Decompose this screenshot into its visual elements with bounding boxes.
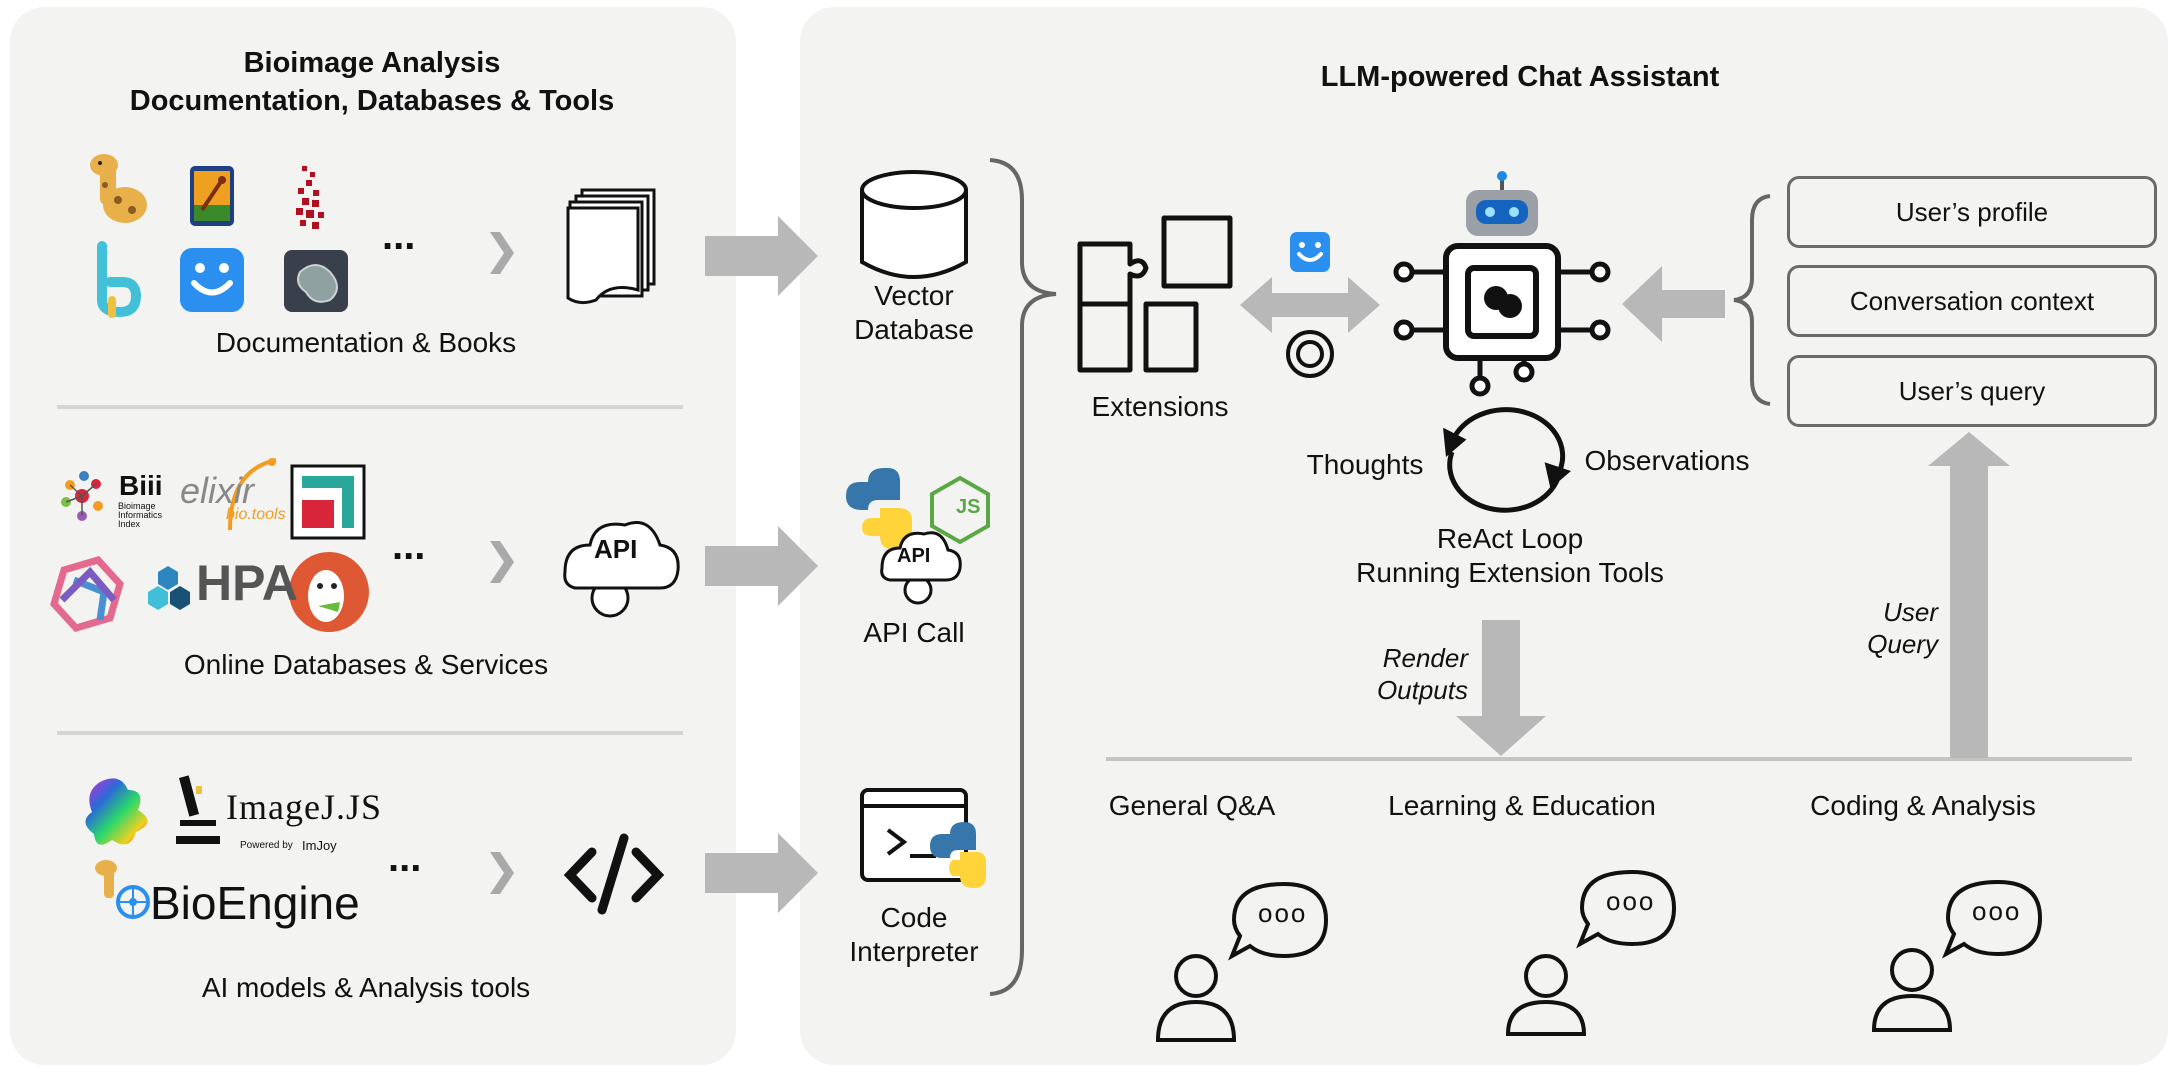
react-line-1: ReAct Loop: [1436, 523, 1584, 554]
hpa-hex-icon: [148, 566, 190, 610]
react-line-2: Running Extension Tools: [1356, 557, 1664, 588]
person-chat-icon: [1505, 869, 1677, 1036]
b-logo-icon: [97, 241, 142, 318]
render-outputs-arrow: [1456, 620, 1546, 756]
imjoy-smiley-icon: [180, 248, 244, 312]
dna-icon: [296, 166, 324, 229]
giraffe-icon: [90, 154, 147, 223]
chevron-icons: [490, 232, 514, 894]
use-case-baseline: [1106, 757, 2132, 761]
powered-by-text: Powered by: [240, 840, 293, 851]
chevron-right-icon: [490, 232, 514, 274]
biotools-logo-text: bio.tools: [226, 506, 286, 523]
chevron-right-icon: [490, 852, 514, 894]
microscope-icon: [176, 775, 220, 844]
elixir-logo-text: elixir: [180, 470, 255, 511]
duckduckgo-icon: [289, 552, 369, 632]
use-case-general-qa: General Q&A: [1108, 790, 1276, 821]
chat-bubble-dots: ooo: [1258, 898, 1308, 928]
api-cloud-icon: [563, 521, 680, 618]
extensions-label: Extensions: [1091, 391, 1229, 422]
terminal-icon: [860, 788, 986, 888]
arrow-tools-to-code: [705, 833, 818, 913]
users-query-box: User’s query: [1787, 355, 2157, 427]
person-chat-icon: [1155, 881, 1329, 1042]
loop-arrows-icon: [1443, 407, 1571, 513]
nodejs-icon: [930, 475, 990, 545]
context-brace: [1733, 194, 1771, 406]
thoughts-label: Thoughts: [1306, 449, 1424, 480]
vector-database-label: Vector Database: [854, 280, 974, 345]
use-case-learning-education: Learning & Education: [1388, 790, 1656, 821]
python-logo-icon: [846, 468, 912, 550]
biii-logo-text: Biii: [119, 470, 163, 501]
users-profile-box: User’s profile: [1787, 176, 2157, 248]
llm-flower-icon: [1286, 330, 1334, 378]
user-query-label: User Query: [1867, 597, 1938, 659]
observations-label: Observations: [1584, 445, 1750, 476]
flow-arrows: [705, 216, 2010, 913]
imjoy-small-icon: [1290, 232, 1330, 272]
react-loop-label: ReAct Loop Running Extension Tools: [1310, 522, 1710, 590]
code-interpreter-label: Code Interpreter: [849, 902, 979, 967]
biii-sub-text: Bioimage Informatics Index: [118, 501, 163, 529]
fractal-icon: [85, 778, 148, 845]
curly-brace: [989, 158, 1057, 996]
elixir-swoosh: [228, 458, 277, 531]
section-label-ai-models: AI models & Analysis tools: [201, 972, 531, 1003]
biii-logo: [61, 471, 103, 521]
chat-bubble-dots: ooo: [1606, 886, 1656, 916]
section-divider: [57, 405, 683, 409]
arrow-context-to-robot: [1622, 266, 1725, 342]
puzzle-icon: [1077, 215, 1233, 373]
smartphone-icon: [190, 166, 234, 226]
title-line-1: Bioimage Analysis: [243, 47, 501, 79]
person-chat-icon: [1871, 879, 2043, 1032]
section-label-online-databases: Online Databases & Services: [183, 649, 549, 680]
elixir-dot: [268, 458, 276, 466]
imagejjs-logo-text: ImageJ.JS: [226, 787, 382, 827]
ellipsis: ...: [382, 214, 416, 258]
bioengine-logo-text: BioEngine: [150, 877, 360, 929]
ellipsis: ...: [392, 524, 426, 568]
imjoy-logo-text: ImJoy: [302, 838, 337, 853]
api-label: API: [594, 534, 638, 564]
robot-icon: [1393, 171, 1611, 397]
double-arrow-extensions-robot: [1240, 277, 1380, 333]
database-cylinder-icon: [860, 170, 968, 279]
section-divider: [57, 731, 683, 735]
arrow-db-to-api: [705, 526, 818, 606]
left-panel-title: Bioimage Analysis Documentation, Databas…: [72, 44, 672, 120]
bioengine-giraffe-icon: [95, 860, 150, 919]
code-brackets-icon: [563, 833, 665, 915]
title-line-2: Documentation, Databases & Tools: [129, 85, 615, 117]
right-panel-title: LLM-powered Chat Assistant: [1320, 61, 1720, 93]
chevron-right-icon: [490, 541, 514, 583]
api-small-label: API: [897, 545, 931, 567]
knot-logo-icon: [50, 556, 124, 632]
js-label: JS: [956, 496, 981, 518]
section-label-documentation: Documentation & Books: [215, 327, 517, 358]
ellipsis: ...: [388, 836, 422, 880]
user-query-arrow: [1928, 432, 2010, 758]
hpa-logo-text: HPA: [196, 555, 298, 611]
square-logo-icon: [290, 464, 366, 540]
arrow-docs-to-vector: [705, 216, 818, 296]
cell-icon: [284, 250, 348, 312]
use-case-coding-analysis: Coding & Analysis: [1810, 790, 2036, 821]
api-call-label: API Call: [863, 617, 965, 648]
api-cloud-small-icon: [880, 531, 962, 605]
documents-icon: [566, 188, 656, 305]
chat-bubble-dots: ooo: [1972, 896, 2022, 926]
conversation-context-box: Conversation context: [1787, 265, 2157, 337]
render-outputs-label: Render Outputs: [1376, 643, 1468, 705]
